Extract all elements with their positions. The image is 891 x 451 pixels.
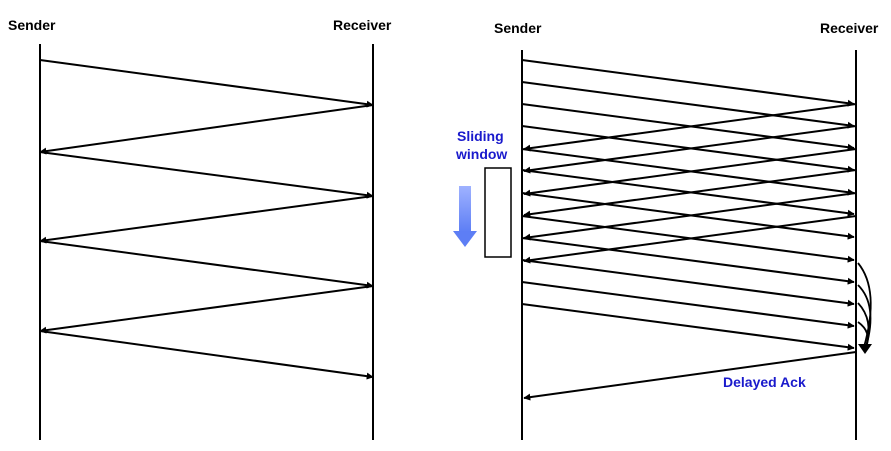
ack-arrow-2 xyxy=(39,104,374,155)
sliding-window-box xyxy=(484,167,512,258)
right-message-arrows xyxy=(521,59,857,351)
pipelined-data-arrow-12 xyxy=(521,303,855,351)
left-message-arrows xyxy=(39,59,374,380)
pipelined-ack-arrow-6 xyxy=(523,215,857,264)
delayed-ack-arrow xyxy=(523,351,857,401)
ack-arrow-4 xyxy=(39,195,374,244)
data-arrow-7 xyxy=(39,330,374,380)
delayed-ack-curves xyxy=(857,262,872,354)
data-arrow-3 xyxy=(39,151,374,199)
pipelined-data-arrow-9 xyxy=(521,237,855,285)
pipelined-data-arrow-10 xyxy=(521,259,855,307)
pipelined-ack-arrow-3 xyxy=(523,148,857,197)
pipelined-data-arrow-11 xyxy=(521,281,855,329)
pipelined-ack-arrow-1 xyxy=(523,103,857,152)
delayed-ack-label: Delayed Ack xyxy=(723,374,806,390)
data-arrow-5 xyxy=(39,240,374,289)
sliding-window-label-line1: Sliding xyxy=(457,128,504,144)
data-arrow-1 xyxy=(39,59,374,108)
pipelined-data-arrow-1 xyxy=(521,59,855,107)
pipelined-ack-arrow-5 xyxy=(523,192,857,241)
sliding-direction-arrow-icon xyxy=(453,186,477,247)
ack-arrow-6 xyxy=(39,285,374,334)
right-sender-label: Sender xyxy=(494,20,542,36)
left-receiver-label: Receiver xyxy=(333,17,392,33)
pipelined-data-arrow-2 xyxy=(521,81,855,129)
pipelined-ack-arrow-2 xyxy=(523,125,857,174)
right-receiver-label: Receiver xyxy=(820,20,879,36)
left-sender-label: Sender xyxy=(8,17,56,33)
pipelined-ack-arrow-4 xyxy=(523,169,857,218)
sliding-window-label-line2: window xyxy=(455,146,507,162)
